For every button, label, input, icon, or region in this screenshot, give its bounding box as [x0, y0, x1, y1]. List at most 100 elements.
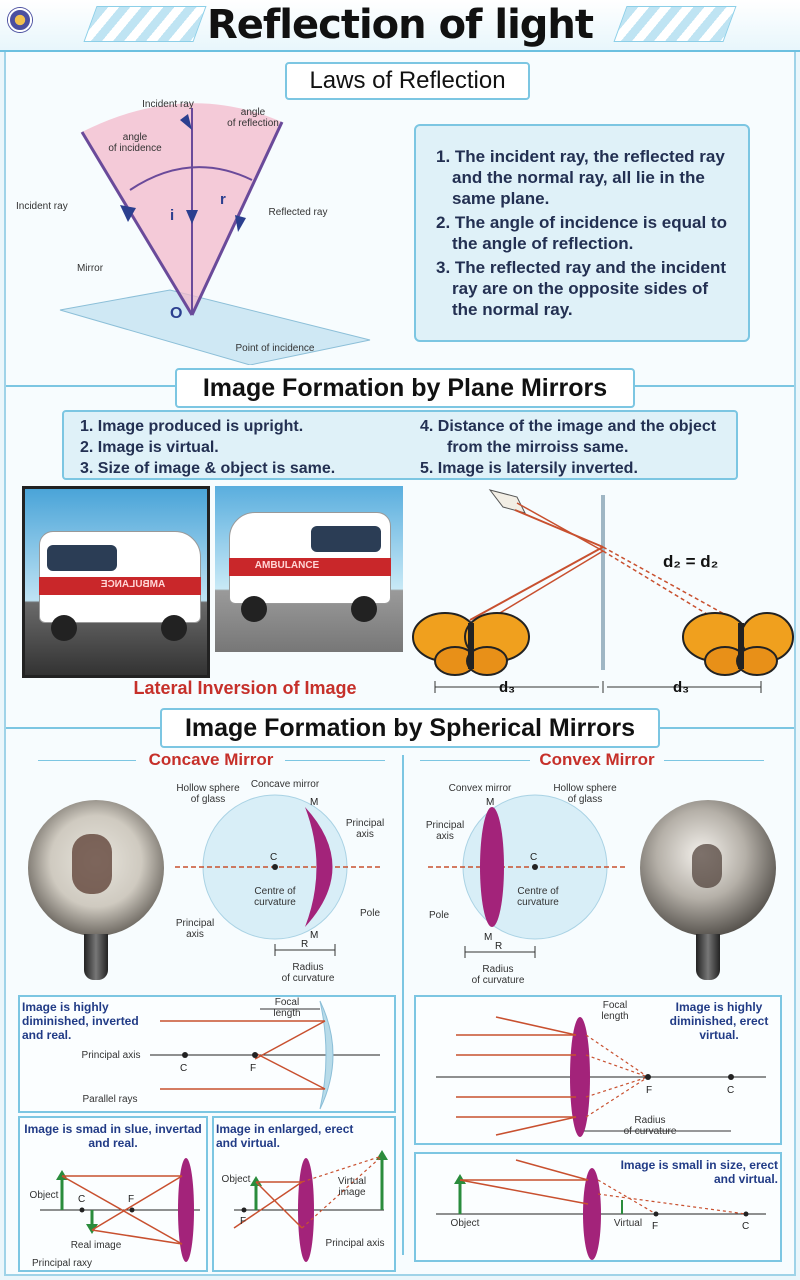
ray-eye-1: [514, 509, 604, 548]
b3-c-label: C: [78, 1194, 85, 1205]
van-stripe-mirror: [39, 577, 201, 595]
concave-box-4-caption: Image in enlarged, erect and virtual.: [216, 1122, 354, 1150]
ambulance-photo: AMBULANCE: [215, 486, 403, 652]
plane-list-left: 1. Image produced is upright. 2. Image i…: [80, 416, 410, 479]
van-window: [311, 526, 381, 552]
b2-reflect-1: [495, 1016, 577, 1036]
van-text: AMBULANCE: [254, 560, 320, 571]
b1-focal-label: Focal length: [273, 997, 301, 1019]
convex-m-bottom: M: [484, 932, 492, 943]
concave-spoon-photo: [28, 800, 164, 936]
convex-title: Convex Mirror: [530, 750, 664, 770]
lateral-inversion-text: Lateral Inversion of Image: [133, 678, 357, 698]
b2-reflect-2: [495, 1116, 577, 1136]
b4-mirror: [298, 1158, 314, 1262]
butterfly-object-icon: [412, 612, 530, 676]
b2-c-label: C: [727, 1085, 734, 1096]
angle-of-incidence-label: angle of incidence: [108, 132, 162, 154]
ray-object-1: [469, 546, 604, 621]
angle-of-reflection-label: angle of reflection: [227, 107, 279, 129]
convex-pole-label: Pole: [428, 910, 449, 921]
concave-principal-axis-top-label: Principal axis: [345, 818, 385, 840]
reflection-diagram: i r O: [59, 103, 371, 365]
convex-centre-label: Centre of curvature: [517, 886, 559, 908]
b3-real-image-label: Real image: [70, 1240, 122, 1251]
convex-c-point: [532, 864, 538, 870]
convex-rule-left: [420, 760, 530, 761]
i-label: i: [170, 207, 174, 224]
laws-heading: Laws of Reflection: [285, 62, 530, 100]
concave-m-bottom: M: [310, 930, 318, 941]
plane-heading: Image Formation by Plane Mirrors: [175, 368, 635, 408]
b5-object-label: Object: [450, 1218, 480, 1229]
point-of-incidence-label: Point of incidence: [235, 343, 315, 354]
b3-axis-label: Principal raxy: [31, 1258, 93, 1269]
van-text-mirror: AMBULANCE: [100, 579, 166, 590]
law-item-2: 2. The angle of incidence is equal to th…: [436, 213, 727, 253]
ray-virtual-2: [602, 550, 726, 626]
b2-virtual-1: [585, 1034, 649, 1078]
convex-spoon-handle: [696, 934, 720, 980]
convex-r-mark: R: [495, 941, 502, 952]
laws-panel: 1. The incident ray, the reflected ray a…: [414, 124, 750, 342]
b4-ray-3: [255, 1181, 303, 1229]
law-item-1: 1. The incident ray, the reflected ray a…: [436, 147, 725, 208]
plane-item-2: 2. Image is virtual.: [80, 439, 219, 456]
b1-f-label: F: [250, 1063, 256, 1074]
plane-item-5: 5. Image is latersily inverted.: [420, 460, 638, 477]
b3-f-label: F: [128, 1194, 134, 1205]
b3-ray-2: [91, 1175, 183, 1231]
spherical-heading: Image Formation by Spherical Mirrors: [160, 708, 660, 748]
van-window-mirror: [47, 545, 117, 571]
b5-f-label: F: [652, 1221, 658, 1232]
ambulance-mirror-photo: AMBULANCE: [22, 486, 210, 678]
lateral-inversion-caption: Lateral Inversion of Image: [110, 678, 380, 699]
concave-spoon-handle: [84, 934, 108, 980]
b4-axis-label: Principal axis: [325, 1238, 385, 1249]
b2-radius-label: Radius of curvature: [623, 1115, 677, 1137]
concave-r-mark: R: [301, 939, 308, 950]
b2-mirror: [570, 1017, 590, 1137]
plane-item-3: 3. Size of image & object is same.: [80, 460, 336, 477]
van-stripe: [229, 558, 391, 576]
b5-virtual-2: [597, 1193, 747, 1215]
b2-virtual-4: [585, 1076, 649, 1118]
b1-c-label: C: [180, 1063, 187, 1074]
van-wheel-2: [351, 596, 377, 622]
concave-centre-label: Centre of curvature: [254, 886, 296, 908]
b1-c-point: [182, 1052, 188, 1058]
concave-reflection: [72, 834, 112, 894]
concave-mirror-shape: [305, 807, 333, 927]
incident-ray-top-label: Incident ray: [142, 99, 194, 110]
incident-arrow-icon: [120, 205, 136, 222]
b2-virtual-2: [585, 1054, 649, 1078]
b4-ray-2: [233, 1181, 303, 1229]
b2-f-label: F: [646, 1085, 652, 1096]
concave-box-3: [18, 1116, 208, 1272]
convex-m-top: M: [486, 797, 494, 808]
convex-radius-label: Radius of curvature: [471, 964, 525, 986]
mirror-shape: [59, 289, 371, 365]
convex-mirror-label: Convex mirror: [448, 783, 512, 794]
van-wheel-mirror-2: [161, 615, 187, 641]
reflected-arrow-icon: [235, 215, 246, 232]
concave-pole-label: Pole: [359, 908, 380, 919]
convex-mirror-shape: [480, 807, 504, 927]
b2-f-point: [645, 1074, 651, 1080]
convex-spoon-photo: [640, 800, 776, 936]
b5-virtual-label: Virtual: [613, 1218, 643, 1229]
concave-m-top: M: [310, 797, 318, 808]
concave-c-label: C: [270, 852, 277, 863]
convex-box-5-diagram: F C: [436, 1159, 766, 1260]
eye-icon: [488, 489, 526, 514]
b3-ray-4: [91, 1229, 183, 1245]
b5-mirror: [583, 1168, 601, 1260]
convex-rule-right: [664, 760, 764, 761]
b3-ray-3: [61, 1175, 183, 1245]
concave-hollow-sphere-label: Hollow sphere of glass: [176, 783, 240, 805]
concave-box-1-caption: Image is highly diminished, inverted and…: [22, 1000, 139, 1042]
angle-fan: [82, 103, 282, 315]
b3-object-label: Object: [29, 1190, 59, 1201]
plane-panel: 1. Image produced is upright. 2. Image i…: [62, 410, 738, 480]
b1-reflect-2: [254, 1052, 326, 1090]
